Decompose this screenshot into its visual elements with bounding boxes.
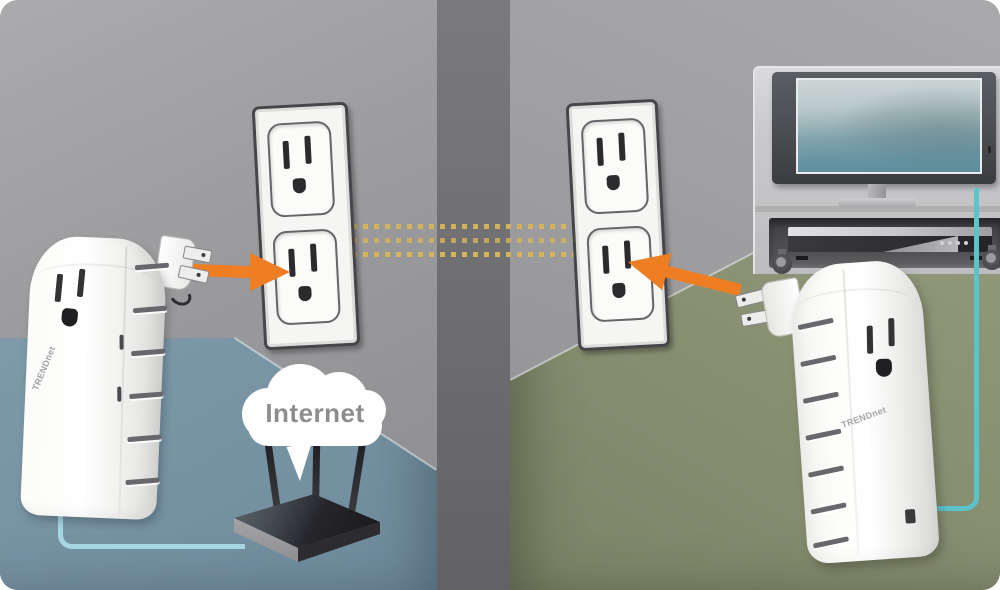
media-player-button <box>948 241 952 245</box>
tv-screen <box>796 78 982 174</box>
wireless-router <box>222 430 387 570</box>
dotted-row <box>352 252 578 257</box>
adapter-led-slot <box>119 334 124 350</box>
adapter-passthrough-outlet <box>855 309 916 383</box>
adapter-body: TRENDnet <box>787 258 941 565</box>
adapter-vent-slat <box>131 348 166 357</box>
prong-hole <box>741 297 747 303</box>
outlet-slot <box>596 137 604 166</box>
prong-hole <box>196 272 201 278</box>
right-powerline-adapter: TRENDnet <box>731 250 947 578</box>
adapter-vent-slat <box>129 391 164 400</box>
adapter-led-slot <box>117 386 122 402</box>
adapter-vent-slat <box>810 502 847 515</box>
outlet-slot <box>76 268 86 298</box>
adapter-body: TRENDnet <box>19 234 170 521</box>
adapter-vent-slat <box>800 354 837 368</box>
outlet-ground-hole <box>612 282 626 299</box>
media-player-lid <box>788 227 992 236</box>
outlet-ground-hole <box>292 177 307 194</box>
outlet-ground-hole <box>875 358 893 377</box>
outlet-receptacle <box>580 117 650 215</box>
adapter-vent-slat <box>125 477 160 486</box>
prong-hole <box>201 252 206 258</box>
outlet-slot <box>54 273 64 303</box>
media-player-button <box>964 241 968 245</box>
cloud-tail <box>286 441 320 483</box>
cloud-base <box>248 406 382 446</box>
adapter-vent-slat <box>132 305 168 314</box>
powerline-dotted-path-icon <box>352 224 578 258</box>
outlet-slot <box>282 140 290 170</box>
adapter-vent-slat <box>805 428 842 441</box>
outlet-slot <box>618 132 626 161</box>
adapter-vent-slat <box>807 465 845 478</box>
outlet-ground-hole <box>606 174 621 191</box>
right-plug-arrow-shaft <box>663 265 743 296</box>
prong-hole <box>746 316 752 322</box>
adapter-vent-slat <box>802 391 839 404</box>
caster-stem <box>988 245 996 251</box>
tv-screen-image <box>798 80 980 172</box>
dotted-row <box>352 238 578 243</box>
outlet-ground-hole <box>298 285 312 302</box>
internet-cloud-icon: Internet <box>240 362 390 483</box>
cabinet-surface-shadow <box>755 206 1000 212</box>
adapter-vent-slat <box>127 434 162 443</box>
outlet-slot <box>602 245 610 274</box>
outlet-slot <box>866 325 874 354</box>
outlet-ground-hole <box>60 307 79 328</box>
adapter-vent-slat <box>797 317 834 331</box>
dotted-row <box>352 224 578 229</box>
adapter-vent-slat <box>812 536 850 549</box>
outlet-receptacle <box>266 120 336 218</box>
caster-wheel-icon <box>982 250 1000 270</box>
right-plug-arrow-head <box>623 243 672 291</box>
left-plug-arrow-icon <box>250 253 290 291</box>
tv-power-button <box>988 146 991 153</box>
left-wall-outlet <box>251 101 361 351</box>
adapter-ethernet-port <box>904 508 916 524</box>
right-wall-outlet <box>565 98 671 352</box>
outlet-slot <box>309 243 318 272</box>
tv-stand-neck <box>868 184 886 200</box>
caster-wheel-icon <box>772 254 792 274</box>
media-player-foot <box>796 256 808 260</box>
media-player-button <box>956 241 960 245</box>
outlet-slot <box>888 318 895 347</box>
trendnet-logo: TRENDnet <box>840 404 888 431</box>
television <box>772 72 996 184</box>
outlet-slot <box>304 135 312 164</box>
left-powerline-adapter: TRENDnet <box>8 224 213 532</box>
caster-stem <box>778 249 786 255</box>
internet-label: Internet <box>265 398 365 428</box>
adapter-passthrough-outlet <box>44 259 101 329</box>
media-player <box>788 227 992 260</box>
tv-stand-base <box>838 198 916 207</box>
trendnet-logo: TRENDnet <box>30 344 58 392</box>
divider-wall <box>437 0 510 590</box>
media-player-button <box>940 241 944 245</box>
